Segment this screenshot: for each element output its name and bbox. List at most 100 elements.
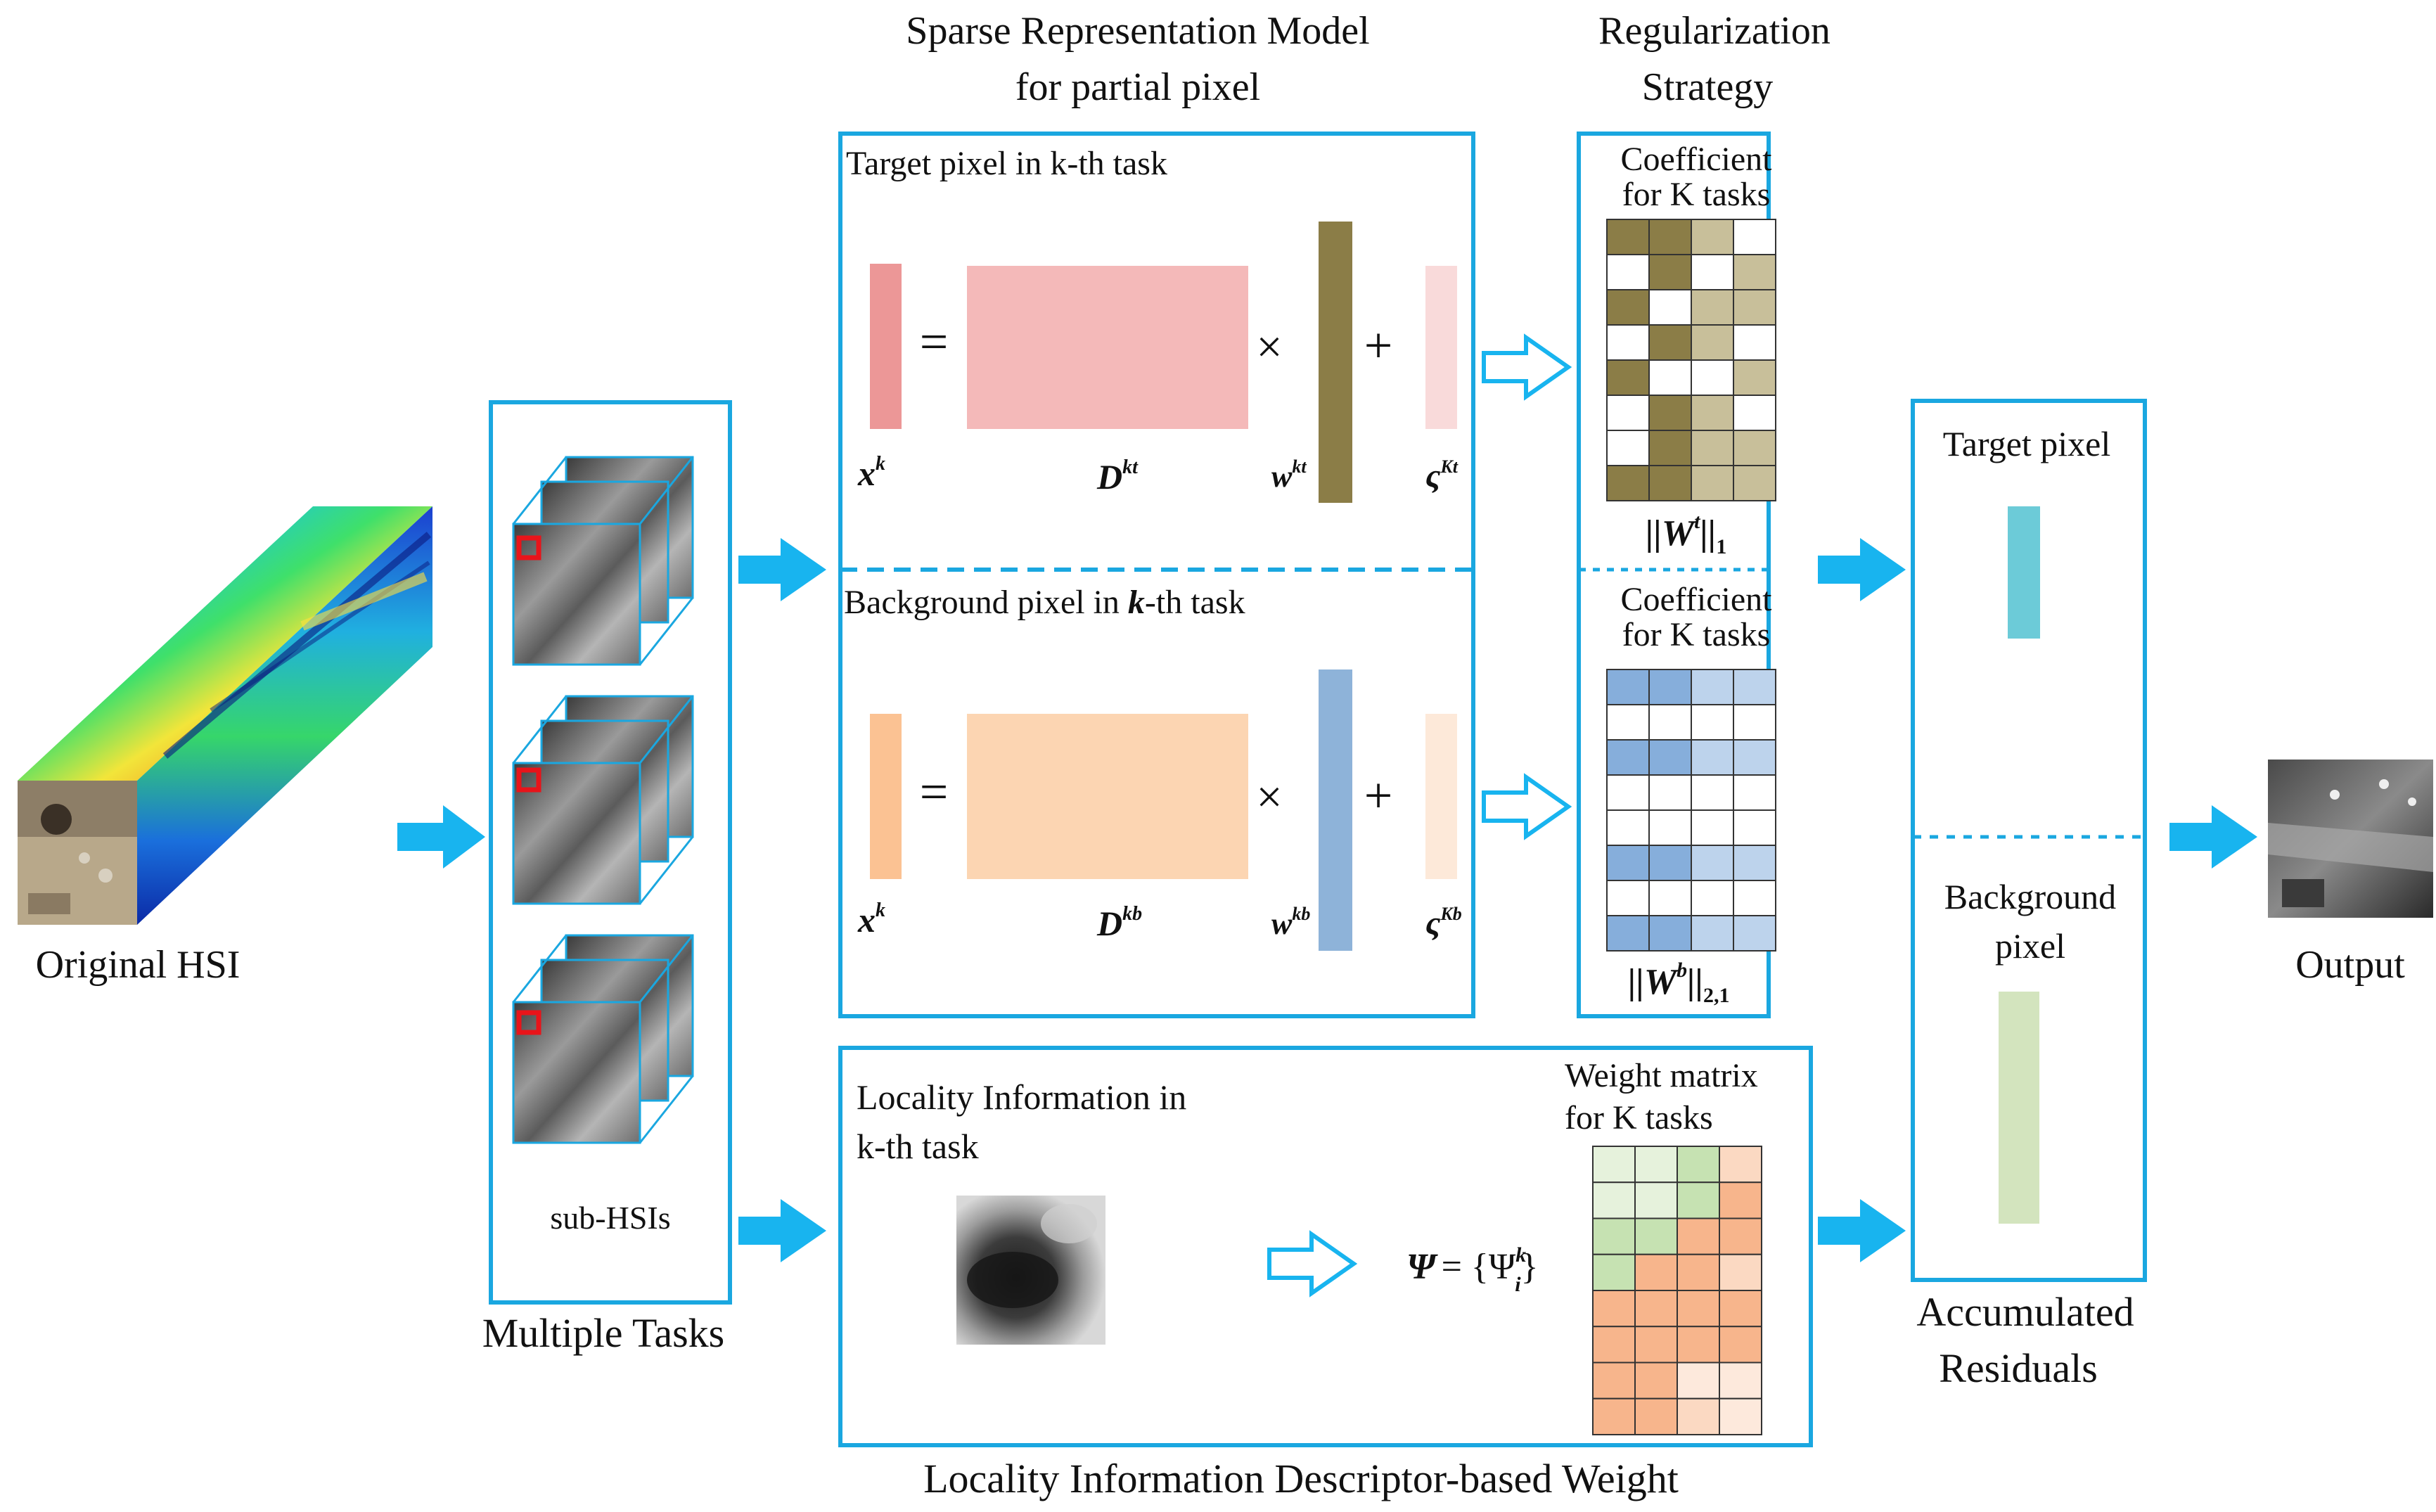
background-noise-bar [1425,714,1457,879]
weight-matrix-cell [1677,1290,1720,1328]
weight-matrix-cell [1592,1326,1636,1364]
background-matrix-cell [1691,880,1734,916]
coef-target-line2: for K tasks [1622,176,1771,213]
target-matrix-cell [1691,359,1734,396]
weight-matrix-cell [1719,1397,1762,1435]
background-matrix-cell [1606,845,1650,881]
background-equation [870,669,1457,951]
hollow-arrow-target [1482,333,1572,401]
background-matrix-cell [1648,739,1692,776]
background-dictionary [967,714,1248,879]
target-x-bar [870,264,902,429]
target-matrix-cell [1691,289,1734,326]
target-matrix-cell [1606,289,1650,326]
weight-matrix-cell [1719,1146,1762,1184]
hollow-arrow-background [1482,773,1572,840]
target-plus: + [1364,317,1393,373]
reg-title-line1: Regularization [1598,9,1831,53]
background-w-symbol: wkb [1271,904,1310,941]
weight-matrix-cell [1677,1326,1720,1364]
original-hsi-label: Original HSI [36,943,241,987]
background-matrix-cell [1606,739,1650,776]
sub-hsi-stack-3 [512,934,694,1144]
background-task-label: Background pixel in k-th task [844,584,1245,621]
background-matrix-cell [1733,915,1776,952]
reg-title-line2: Strategy [1642,65,1774,109]
weight-matrix-line1: Weight matrix [1565,1057,1758,1094]
background-noise-symbol: ςKb [1425,904,1462,942]
weight-matrix-cell [1634,1146,1678,1184]
weight-matrix-cell [1634,1181,1678,1219]
background-x-symbol: xk [857,899,885,940]
weight-matrix-cell [1634,1217,1678,1255]
target-matrix-cell [1733,324,1776,361]
weight-matrix-cell [1634,1253,1678,1291]
weight-matrix-cell [1677,1362,1720,1399]
target-times: × [1256,321,1282,373]
background-equals: = [920,764,949,820]
output-image [2268,760,2433,918]
background-x-bar [870,714,902,879]
multiple-tasks-label: Multiple Tasks [482,1310,725,1356]
accumulated-line1: Accumulated [1916,1289,2134,1335]
arrow-reg-to-residuals [1818,538,1906,601]
weight-matrix-cell [1719,1253,1762,1291]
target-norm: ||Wt||1 [1646,510,1726,558]
background-matrix-cell [1648,845,1692,881]
weight-matrix-cell [1634,1362,1678,1399]
weight-matrix-cell [1592,1253,1636,1291]
weight-matrix-cell [1592,1397,1636,1435]
target-matrix-cell [1691,430,1734,466]
weight-matrix-cell [1677,1146,1720,1184]
weight-matrix-cell [1592,1146,1636,1184]
target-dictionary [967,266,1248,429]
target-matrix-cell [1648,219,1692,255]
weight-matrix-cell [1592,1290,1636,1328]
target-matrix-cell [1648,289,1692,326]
target-x-symbol: xk [857,453,885,493]
residual-background-bar [1999,992,2039,1224]
background-pixel-line1: Background [1944,877,2116,916]
target-matrix-cell [1648,465,1692,501]
background-matrix-cell [1733,809,1776,846]
weight-matrix-cell [1677,1253,1720,1291]
background-matrix-cell [1648,880,1692,916]
background-matrix-cell [1691,739,1734,776]
target-matrix-cell [1606,465,1650,501]
srm-title-line1: Sparse Representation Model [906,9,1369,53]
background-matrix-cell [1733,845,1776,881]
target-matrix-cell [1691,324,1734,361]
background-matrix-cell [1733,669,1776,705]
target-coefficient-bar [1319,222,1352,503]
background-D-symbol: Dkb [1096,903,1142,943]
target-matrix-cell [1648,395,1692,431]
background-plus: + [1364,767,1393,824]
coef-background-line1: Coefficient [1620,581,1772,618]
weight-matrix-cell [1719,1362,1762,1399]
target-matrix-cell [1733,219,1776,255]
coef-background-line2: for K tasks [1622,616,1771,653]
background-matrix-cell [1648,669,1692,705]
target-matrix-cell [1606,395,1650,431]
hollow-arrows [1267,333,1572,1298]
target-coefficient-matrix [1606,219,1776,501]
sub-hsi-stack-2 [512,695,694,905]
target-equals: = [920,314,949,370]
target-matrix-cell [1648,359,1692,396]
weight-matrix [1592,1146,1762,1435]
background-matrix-cell [1648,915,1692,952]
target-task-label: Target pixel in k-th task [846,145,1167,182]
target-matrix-cell [1733,289,1776,326]
background-matrix-cell [1733,739,1776,776]
weight-matrix-cell [1634,1397,1678,1435]
hsi-top-face [18,506,432,781]
background-norm: ||Wb||2,1 [1628,959,1730,1007]
locality-info-line1: Locality Information in [857,1077,1186,1117]
weight-matrix-cell [1634,1290,1678,1328]
arrow-tasks-to-locality [738,1199,826,1262]
background-matrix-cell [1733,774,1776,811]
target-noise-symbol: ςKt [1425,456,1459,494]
original-hsi-cube [18,506,432,925]
arrow-residuals-to-output [2169,805,2257,869]
